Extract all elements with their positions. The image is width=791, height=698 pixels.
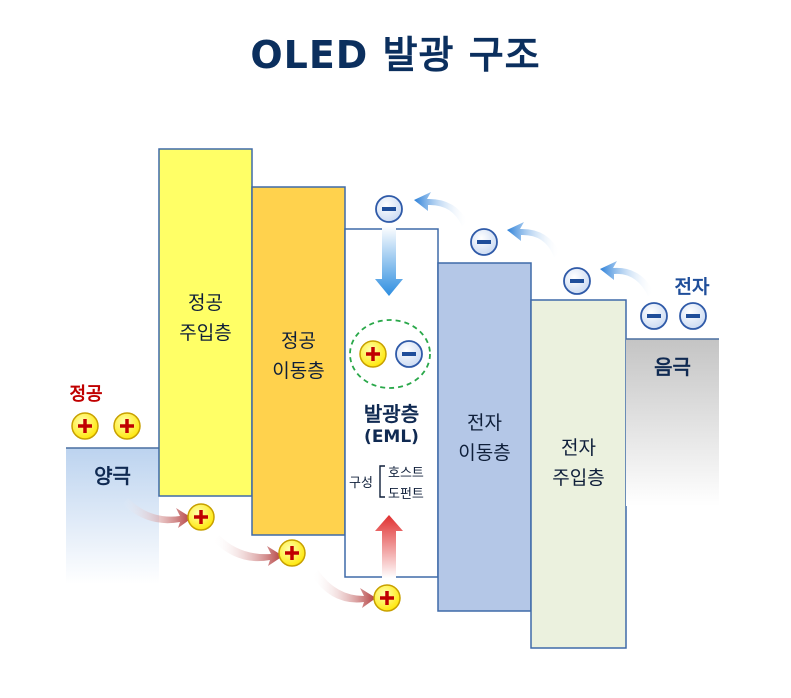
cathode-block	[626, 339, 719, 506]
eml-composition-label: 구성	[349, 476, 373, 491]
eml-name: 발광층	[363, 402, 420, 426]
htl-label: 정공 이동층	[272, 330, 325, 382]
electron-icon	[375, 195, 403, 223]
hole-icon	[359, 340, 387, 368]
page-title: OLED 발광 구조	[250, 33, 541, 77]
hole-icon	[187, 503, 215, 531]
hole-flow-arrow	[213, 535, 283, 566]
etl-label: 전자 이동층	[458, 412, 511, 464]
electron-injection-layer	[530, 299, 627, 649]
hole-up-arrow	[375, 515, 403, 578]
recombination-circle	[349, 319, 431, 389]
electron-down-arrow	[375, 226, 403, 296]
electron-icon	[563, 267, 591, 295]
hole-icon	[71, 412, 99, 440]
electron-flow-arrow	[414, 192, 468, 226]
electron-flow-arrow	[600, 261, 654, 296]
eml-abbr: (EML)	[364, 427, 419, 447]
composition-bracket	[379, 465, 385, 498]
hole-flow-arrow	[122, 498, 192, 528]
electron-icon	[470, 228, 498, 256]
electron-flow-arrow	[507, 222, 560, 257]
anode-label: 양극	[94, 464, 131, 488]
hole-icon	[113, 412, 141, 440]
hole-icon	[278, 539, 306, 567]
eml-host: 호스트	[388, 466, 424, 481]
hole-transport-layer	[251, 186, 346, 536]
eil-label: 전자 주입층	[552, 437, 605, 489]
hil-label: 정공 주입층	[179, 292, 232, 344]
electron-icon	[640, 302, 668, 330]
eml-dopant: 도펀트	[388, 487, 424, 502]
hole-carrier-label: 정공	[69, 384, 103, 405]
electron-icon	[395, 340, 423, 368]
electron-transport-layer	[437, 262, 532, 612]
hole-flow-arrow	[312, 570, 376, 608]
electron-carrier-label: 전자	[674, 276, 710, 298]
electron-icon	[679, 302, 707, 330]
hole-icon	[373, 584, 401, 612]
cathode-label: 음극	[654, 355, 691, 379]
hole-injection-layer	[158, 148, 253, 497]
